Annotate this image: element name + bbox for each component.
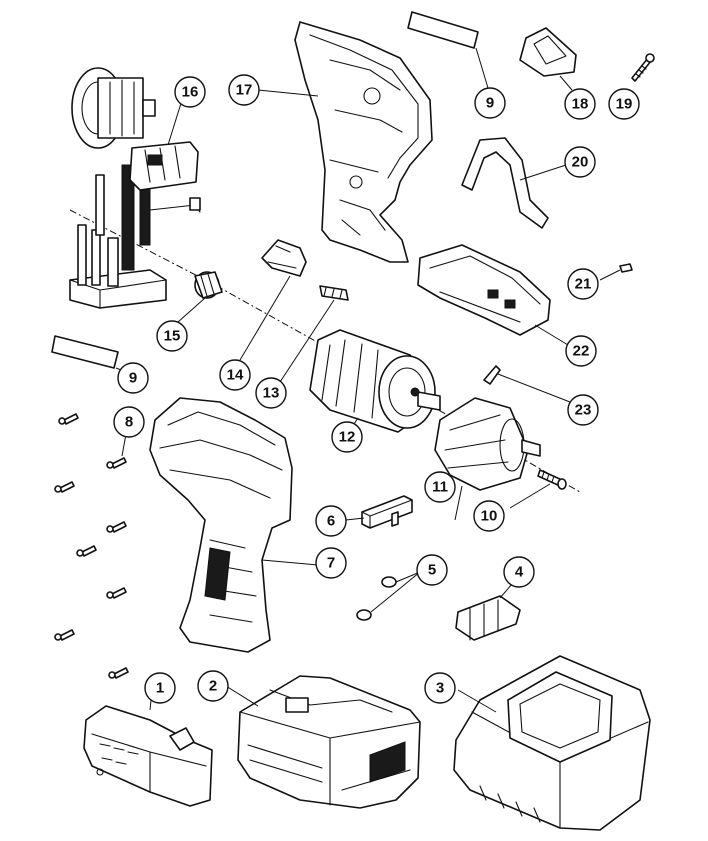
callout-label: 15: [164, 328, 181, 345]
part-16-switch-assembly: [69, 67, 201, 309]
callout-label: 16: [182, 84, 199, 101]
callout-label: 3: [436, 680, 444, 697]
part-3-charger: [453, 655, 651, 831]
callout-5: 5: [416, 554, 448, 586]
part-23-spring-clip: [483, 365, 571, 403]
callout-7: 7: [315, 547, 347, 579]
callout-1: 1: [144, 672, 176, 704]
callout-label: 18: [572, 96, 589, 113]
part-9-label-mid: [51, 335, 127, 373]
callout-label: 10: [481, 508, 498, 525]
callout-8: 8: [113, 406, 145, 438]
callout-12: 12: [331, 421, 363, 453]
part-22-terminal-housing: [417, 244, 569, 346]
callout-23: 23: [567, 394, 599, 426]
part-5-buttons: [356, 571, 421, 621]
callout-15: 15: [156, 320, 188, 352]
callout-label: 9: [129, 370, 137, 387]
part-4-terminal-block: [455, 583, 521, 641]
screw: [106, 521, 127, 533]
callout-9-mid: 9: [117, 362, 149, 394]
callout-18: 18: [564, 88, 596, 120]
callout-4: 4: [503, 556, 535, 588]
callout-19: 19: [608, 88, 640, 120]
part-2-battery: [225, 675, 421, 809]
screw: [58, 413, 79, 425]
screw: [54, 481, 75, 493]
callout-11: 11: [424, 471, 456, 503]
part-11-chuck: [434, 397, 541, 521]
callout-6: 6: [315, 505, 347, 537]
part-9-label-top: [407, 11, 489, 89]
callout-label: 13: [263, 385, 280, 402]
callout-label: 19: [616, 96, 633, 113]
callout-13: 13: [255, 377, 287, 409]
callout-14: 14: [219, 359, 251, 391]
callout-label: 6: [327, 513, 335, 530]
part-15-pinion: [177, 271, 223, 323]
callout-label: 20: [572, 154, 589, 171]
callout-3: 3: [424, 672, 456, 704]
callout-label: 14: [227, 367, 244, 384]
part-6-switch-lever: [345, 495, 413, 529]
callout-10: 10: [473, 500, 505, 532]
callout-label: 5: [428, 562, 436, 579]
screw: [54, 629, 75, 641]
callout-label: 17: [236, 82, 253, 99]
part-13-spring: [279, 285, 349, 383]
part-21-washer: [599, 263, 633, 281]
callout-label: 23: [575, 402, 592, 419]
screw: [108, 667, 129, 679]
part-7-housing-half: [149, 397, 319, 653]
callout-label: 8: [125, 414, 133, 431]
callout-label: 21: [575, 276, 592, 293]
callout-label: 4: [515, 564, 524, 581]
screw: [106, 457, 127, 469]
part-20-hook: [461, 137, 567, 229]
callout-label: 22: [573, 343, 590, 360]
part-17-housing-half: [257, 21, 433, 263]
part-10-screw: [509, 469, 567, 509]
callout-20: 20: [564, 146, 596, 178]
callout-label: 12: [339, 429, 356, 446]
part-18-belt-clip: [519, 27, 577, 91]
screw: [76, 545, 97, 557]
part-19-screw: [631, 53, 655, 82]
callout-label: 1: [156, 680, 164, 697]
callout-label: 7: [327, 555, 335, 572]
callout-16: 16: [174, 76, 206, 108]
callout-9-top: 9: [474, 87, 506, 119]
callout-17: 17: [228, 74, 260, 106]
callout-2: 2: [197, 670, 229, 702]
screw: [106, 587, 127, 599]
callout-22: 22: [565, 335, 597, 367]
callout-21: 21: [567, 268, 599, 300]
part-8-screws: [54, 413, 129, 679]
part-14-clip: [239, 239, 307, 361]
part-1-adapter: [83, 689, 213, 807]
callout-label: 2: [209, 678, 217, 695]
part-12-gearbox: [309, 329, 441, 433]
callout-label: 11: [432, 479, 448, 496]
callout-label: 9: [486, 95, 494, 112]
